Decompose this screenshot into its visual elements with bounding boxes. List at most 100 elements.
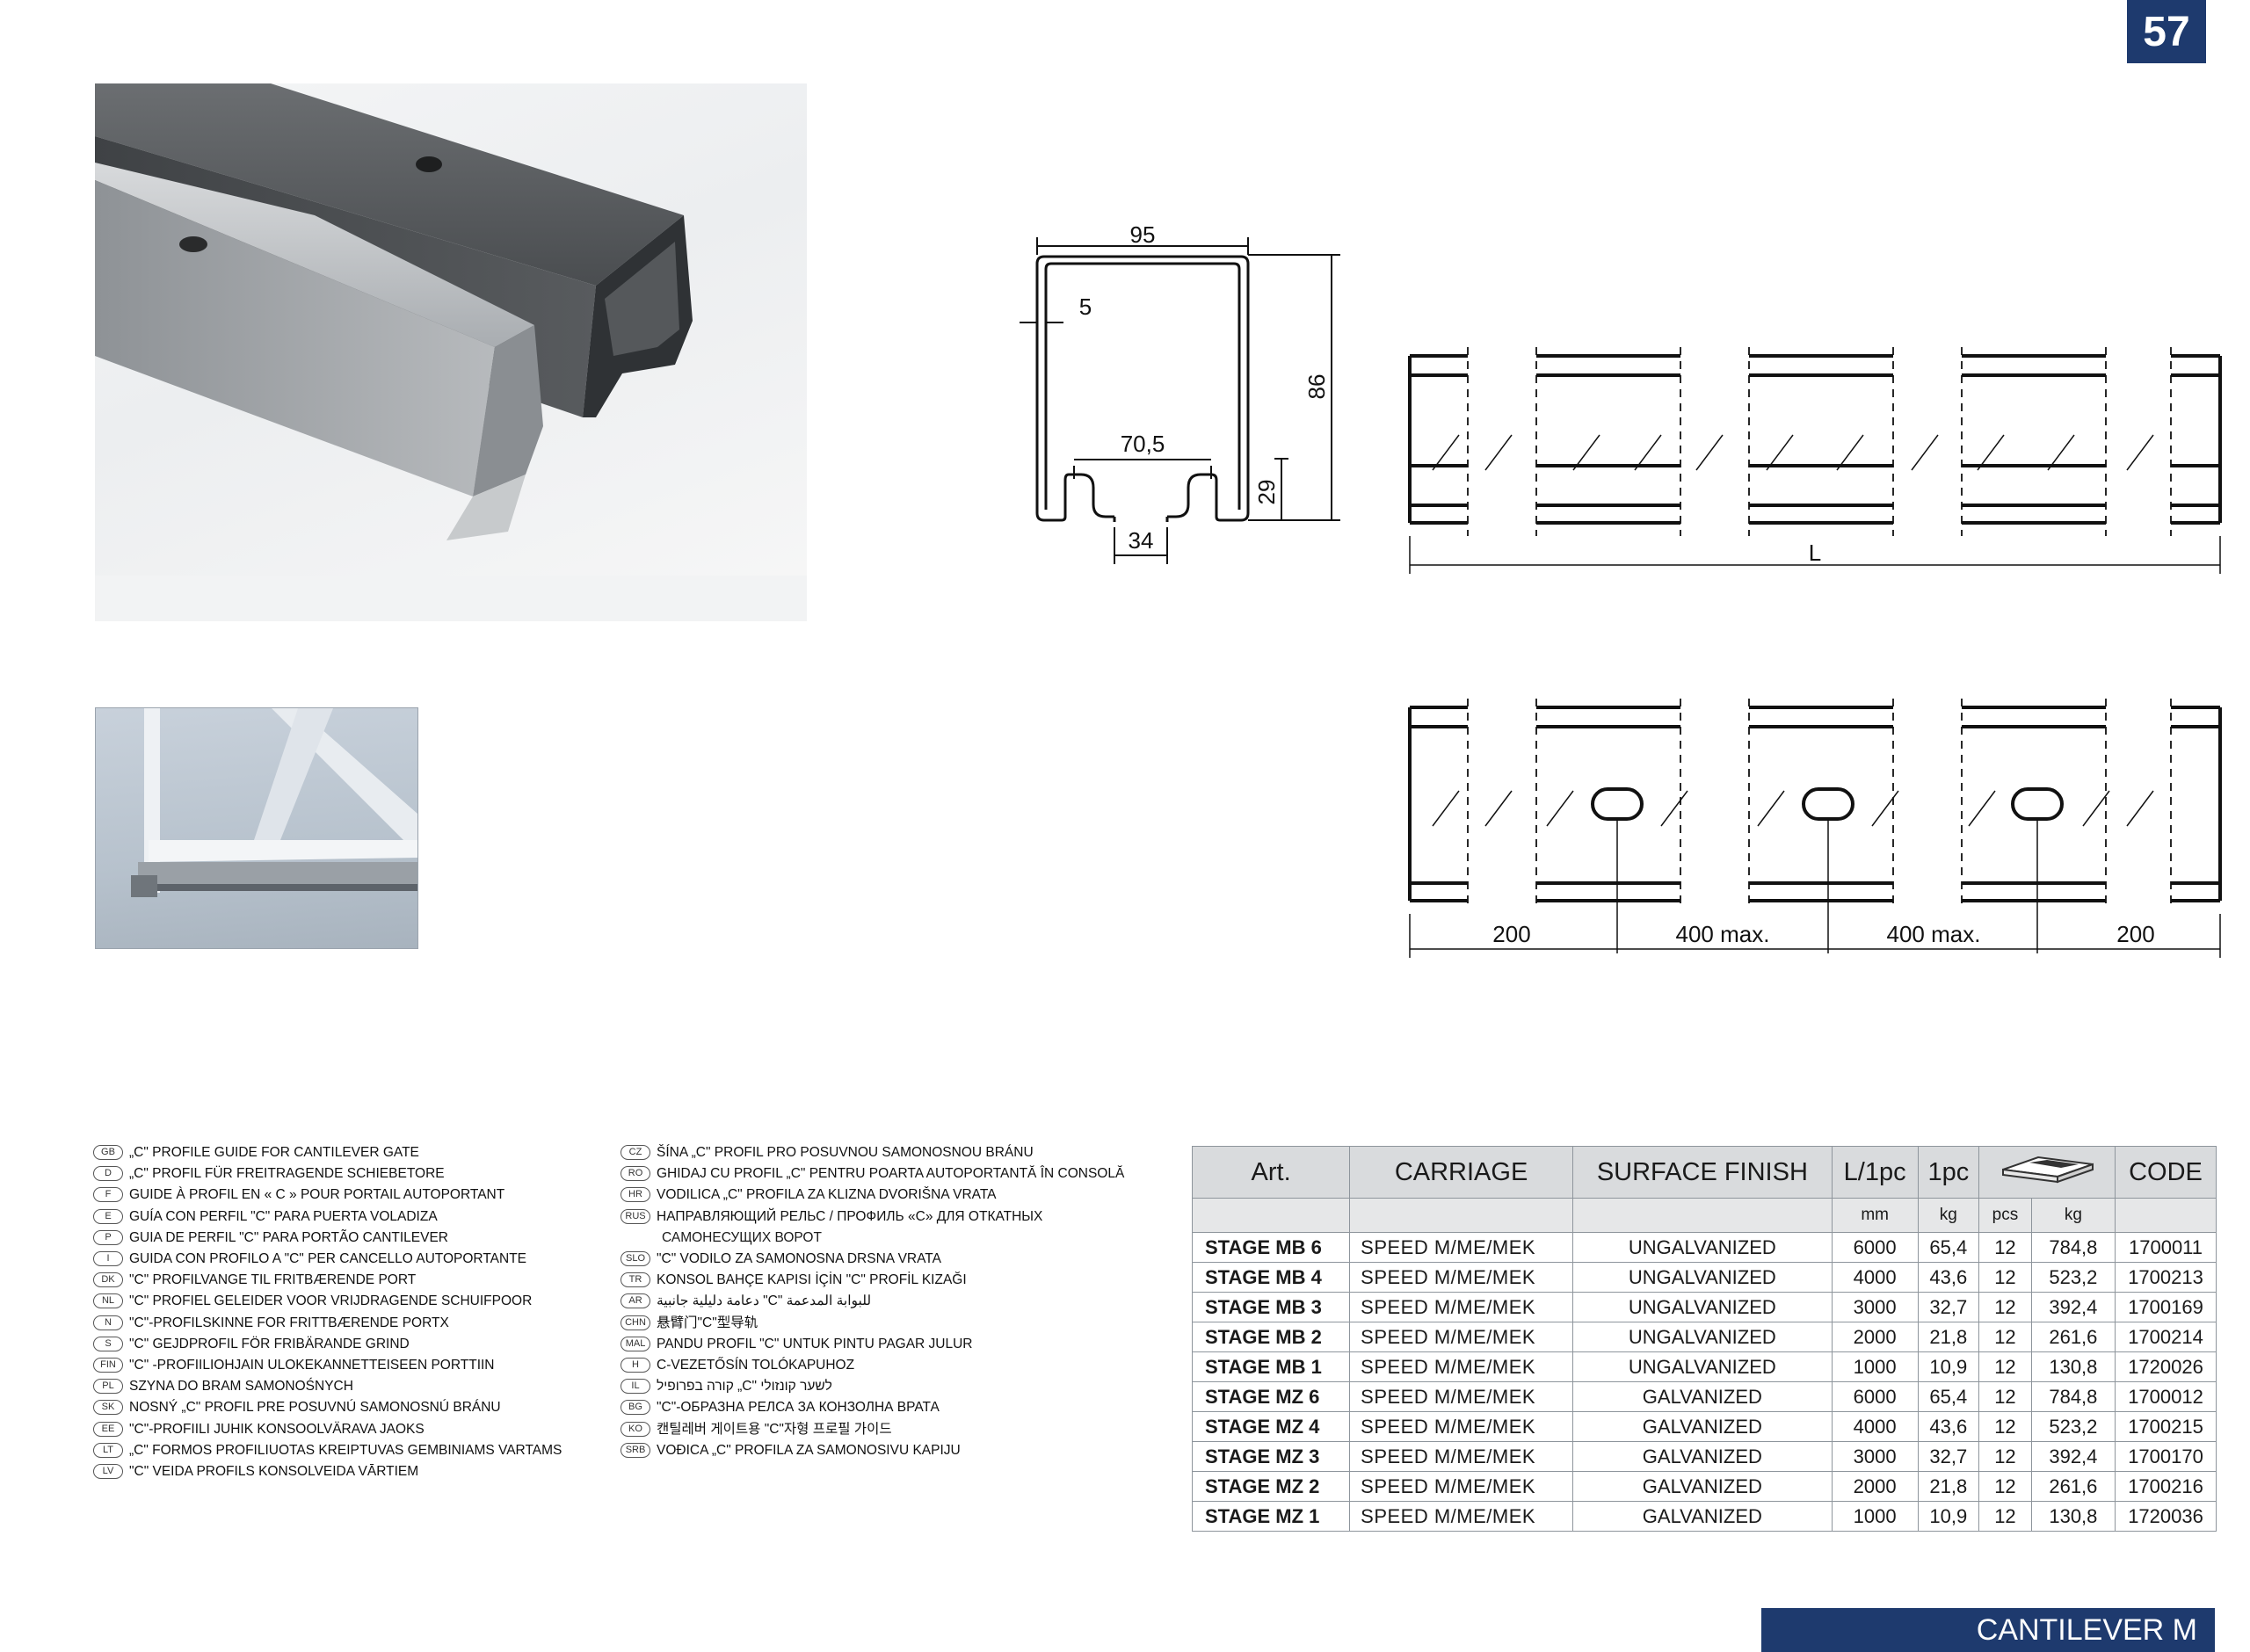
pcs-cell: 12 xyxy=(1978,1381,2032,1412)
language-code-badge: CZ xyxy=(621,1145,650,1160)
language-text: GUIA DE PERFIL "C" PARA PORTÃO CANTILEVE… xyxy=(129,1229,449,1245)
length-cell: 1000 xyxy=(1831,1351,1919,1382)
package-weight-cell: 261,6 xyxy=(2030,1471,2116,1502)
unit-cell: kg xyxy=(1917,1198,1980,1233)
language-entry: LT„C" FORMOS PROFILIUOTAS KREIPTUVAS GEM… xyxy=(93,1440,603,1461)
language-text: "C" -PROFIILIOHJAIN ULOKEKANNETTEISEEN P… xyxy=(129,1358,495,1373)
weight-cell: 32,7 xyxy=(1917,1292,1980,1322)
language-text: KONSOL BAHÇE KAPISI İÇİN "C" PROFİL KIZA… xyxy=(657,1272,967,1288)
language-text: "C" PROFILVANGE TIL FRITBÆRENDE PORT xyxy=(129,1272,417,1288)
language-code-badge: AR xyxy=(621,1293,650,1309)
code-cell: 1700213 xyxy=(2115,1262,2217,1293)
code-cell: 1720026 xyxy=(2115,1351,2217,1382)
surface-finish-cell: UNGALVANIZED xyxy=(1571,1322,1833,1352)
language-code-badge: BG xyxy=(621,1400,650,1416)
surface-finish-cell: UNGALVANIZED xyxy=(1571,1292,1833,1322)
language-entry: S "C" GEJDPROFIL FÖR FRIBÄRANDE GRIND xyxy=(93,1334,603,1355)
pcs-cell: 12 xyxy=(1978,1232,2032,1263)
col-package-icon xyxy=(1978,1146,2116,1199)
language-entry: H C-VEZETŐSÍN TOLÓKAPUHOZ xyxy=(621,1355,1165,1376)
length-cell: 2000 xyxy=(1831,1322,1919,1352)
language-text: SZYNA DO BRAM SAMONOŚNYCH xyxy=(129,1379,353,1395)
language-text: "C" GEJDPROFIL FÖR FRIBÄRANDE GRIND xyxy=(129,1336,410,1351)
language-text: НАПРАВЛЯЮЩИЙ РЕЛЬС / ПРОФИЛЬ «С» ДЛЯ ОТК… xyxy=(657,1208,1043,1224)
language-text: „C" PROFILE GUIDE FOR CANTILEVER GATE xyxy=(129,1145,419,1160)
rail-side-view-length: L xyxy=(1397,347,2232,576)
rail-side-view-fixing: 200 400 max. 400 max. 200 xyxy=(1397,699,2232,962)
dim-end-left: 200 xyxy=(1492,921,1530,947)
pcs-cell: 12 xyxy=(1978,1411,2032,1442)
surface-finish-cell: GALVANIZED xyxy=(1571,1381,1833,1412)
unit-cell xyxy=(1191,1198,1351,1233)
package-weight-cell: 523,2 xyxy=(2030,1262,2116,1293)
col-carriage: CARRIAGE xyxy=(1349,1146,1573,1199)
language-code-badge: IL xyxy=(621,1379,650,1395)
unit-cell: kg xyxy=(2030,1198,2116,1233)
language-code-badge: N xyxy=(93,1315,123,1330)
surface-finish-cell: UNGALVANIZED xyxy=(1571,1232,1833,1263)
language-entry: SLO"C" VODILO ZA SAMONOSNA DRSNA VRATA xyxy=(621,1249,1165,1270)
language-code-badge: SK xyxy=(93,1400,123,1416)
length-cell: 3000 xyxy=(1831,1441,1919,1472)
language-code-badge: D xyxy=(93,1166,123,1182)
language-code-badge: F xyxy=(93,1187,123,1203)
language-entry: D „C" PROFIL FÜR FREITRAGENDE SCHIEBETORE xyxy=(93,1163,603,1185)
art-cell: STAGE MZ 4 xyxy=(1191,1411,1351,1442)
language-code-badge: H xyxy=(621,1358,650,1373)
language-text-continued: САМОНЕСУЩИХ ВОРОТ xyxy=(662,1229,822,1245)
dim-height: 86 xyxy=(1303,374,1330,400)
carriage-cell: SPEED M/ME/MEK xyxy=(1349,1262,1573,1293)
carriage-cell: SPEED M/ME/MEK xyxy=(1349,1322,1573,1352)
dim-inner-width: 70,5 xyxy=(1121,431,1165,457)
surface-finish-cell: UNGALVANIZED xyxy=(1571,1351,1833,1382)
carriage-cell: SPEED M/ME/MEK xyxy=(1349,1292,1573,1322)
art-cell: STAGE MB 2 xyxy=(1191,1322,1351,1352)
art-cell: STAGE MB 4 xyxy=(1191,1262,1351,1293)
pcs-cell: 12 xyxy=(1978,1441,2032,1472)
language-text: دعامة دليلية جانبية "C" للبوابة المدعمة xyxy=(657,1293,872,1309)
language-code-badge: CHN xyxy=(621,1315,650,1330)
rail-product-photo xyxy=(95,83,807,621)
language-text: „C" PROFIL FÜR FREITRAGENDE SCHIEBETORE xyxy=(129,1166,445,1182)
package-weight-cell: 392,4 xyxy=(2030,1292,2116,1322)
dim-spacing-1: 400 max. xyxy=(1676,921,1770,947)
dim-lip: 5 xyxy=(1079,293,1092,320)
language-text: GUIDE À PROFIL EN « C » POUR PORTAIL AUT… xyxy=(129,1187,505,1203)
package-weight-cell: 784,8 xyxy=(2030,1381,2116,1412)
language-entry: SK NOSNÝ „C" PROFIL PRE POSUVNÚ SAMONOSNÚ… xyxy=(93,1397,603,1418)
language-text: "C" VODILO ZA SAMONOSNA DRSNA VRATA xyxy=(657,1251,941,1267)
length-cell: 6000 xyxy=(1831,1381,1919,1412)
profile-cross-section-drawing: 95 5 70,5 34 29 86 xyxy=(1020,221,1354,580)
carriage-cell: SPEED M/ME/MEK xyxy=(1349,1441,1573,1472)
language-text: C-VEZETŐSÍN TOLÓKAPUHOZ xyxy=(657,1358,855,1373)
language-code-badge: GB xyxy=(93,1145,123,1160)
language-code-badge: LT xyxy=(93,1442,123,1458)
carriage-cell: SPEED M/ME/MEK xyxy=(1349,1501,1573,1532)
language-text: VODILICA „C" PROFILA ZA KLIZNA DVORIŠNA … xyxy=(657,1187,997,1203)
package-weight-cell: 130,8 xyxy=(2030,1501,2116,1532)
art-cell: STAGE MB 6 xyxy=(1191,1232,1351,1263)
language-code-badge: PL xyxy=(93,1379,123,1395)
language-code-badge: S xyxy=(93,1336,123,1351)
code-cell: 1700170 xyxy=(2115,1441,2217,1472)
language-text: NOSNÝ „C" PROFIL PRE POSUVNÚ SAMONOSNÚ B… xyxy=(129,1400,501,1416)
unit-cell: mm xyxy=(1831,1198,1919,1233)
language-code-badge: I xyxy=(93,1251,123,1267)
art-cell: STAGE MB 1 xyxy=(1191,1351,1351,1382)
language-text: 悬臂门"C"型导轨 xyxy=(657,1315,758,1330)
language-entry: FIN"C" -PROFIILIOHJAIN ULOKEKANNETTEISEE… xyxy=(93,1355,603,1376)
code-cell: 1720036 xyxy=(2115,1501,2217,1532)
